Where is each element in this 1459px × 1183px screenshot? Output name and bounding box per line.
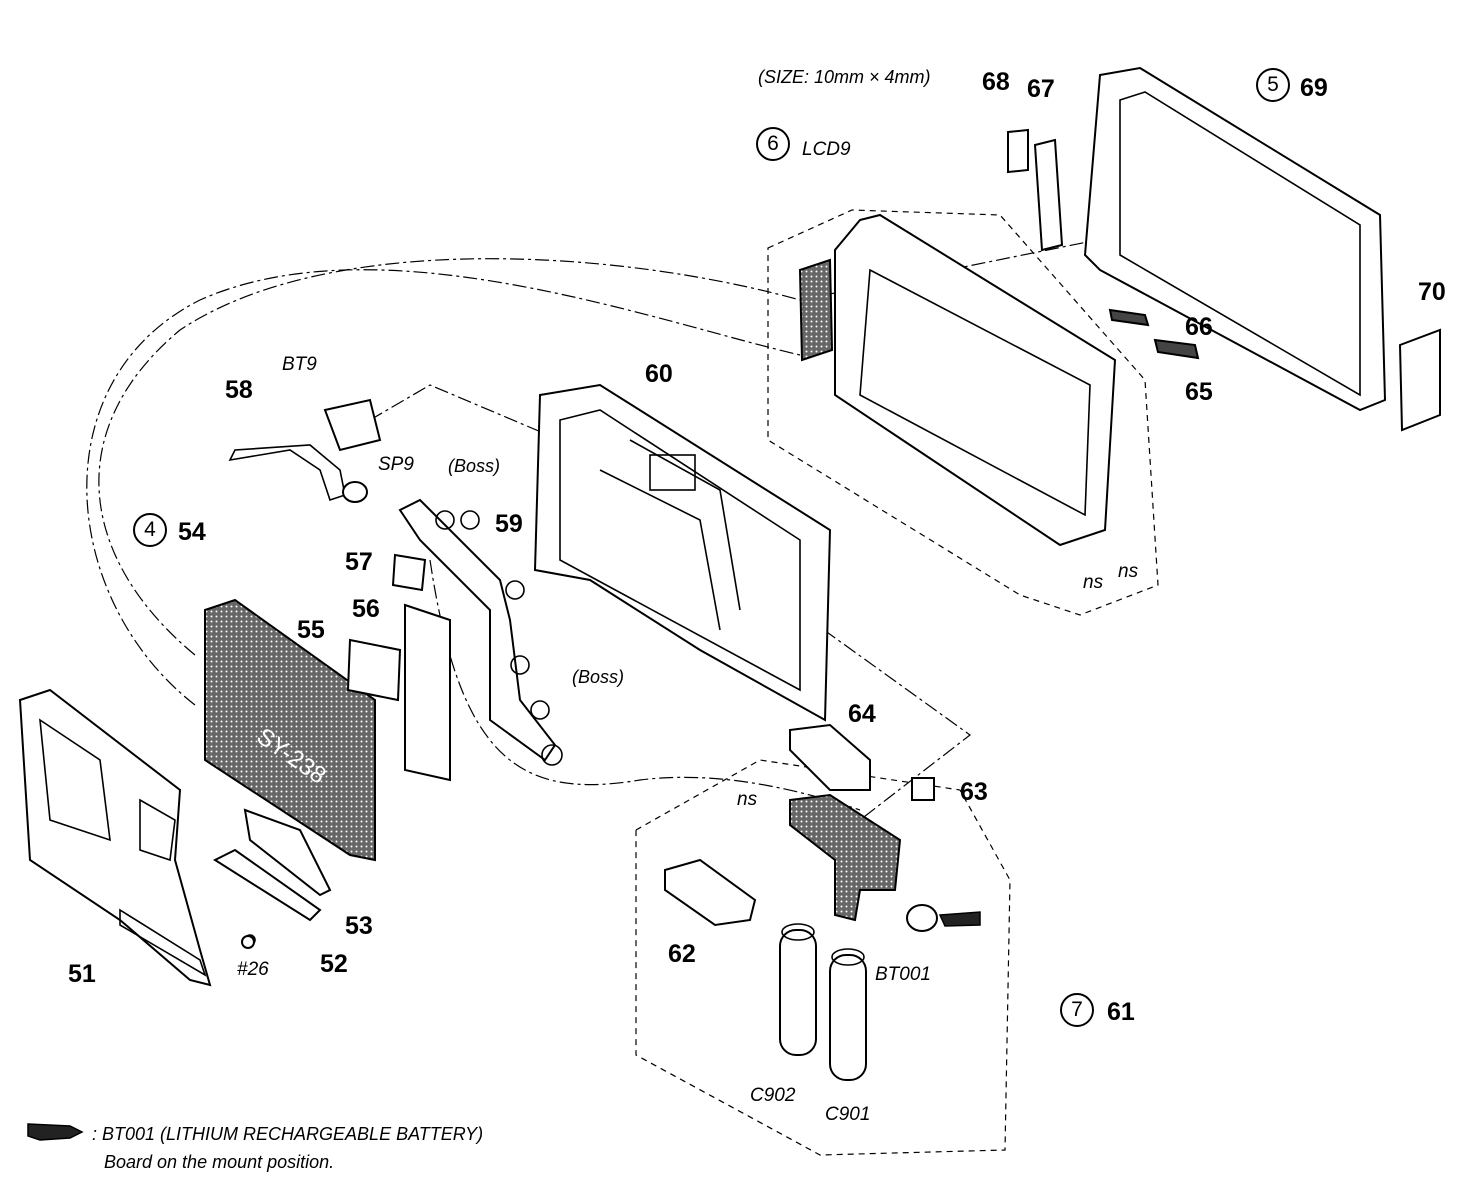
alignment-curve <box>98 258 801 656</box>
lcd-group-outline <box>767 209 1159 616</box>
insulator-53 <box>243 808 332 897</box>
battery-group-outline <box>635 759 1011 1156</box>
ref-bt9: BT9 <box>282 354 317 375</box>
callout-70: 70 <box>1418 278 1446 306</box>
board-61 <box>789 793 902 922</box>
callout-54: 54 <box>178 518 206 546</box>
alignment-curve <box>369 384 561 441</box>
callout-66: 66 <box>1185 313 1213 341</box>
footnote-line-2: Board on the mount position. <box>104 1152 335 1172</box>
ref-screw-26: #26 <box>237 959 269 980</box>
alignment-curve <box>86 269 801 706</box>
ref-c901: C901 <box>825 1104 871 1125</box>
circled-group-6: 6 <box>756 127 790 161</box>
flex-58 <box>228 444 346 502</box>
callout-69: 69 <box>1300 74 1328 102</box>
circled-group-5: 5 <box>1256 68 1290 102</box>
callout-51: 51 <box>68 960 96 988</box>
frame-part-51 <box>18 688 212 987</box>
screw-26 <box>241 935 255 949</box>
part-68 <box>1007 128 1029 174</box>
part-62 <box>664 858 757 927</box>
part-bt9 <box>323 398 382 452</box>
callout-68: 68 <box>982 68 1010 96</box>
part-66 <box>1108 308 1150 327</box>
callout-55: 55 <box>297 616 325 644</box>
ref-sp9: SP9 <box>378 454 414 475</box>
callout-53: 53 <box>345 912 373 940</box>
ref-lcd9: LCD9 <box>802 139 851 160</box>
callout-60: 60 <box>645 360 673 388</box>
lcd-panel-lcd9 <box>798 213 1117 547</box>
callout-63: 63 <box>960 778 988 806</box>
ref-c902: C902 <box>750 1085 796 1106</box>
part-57 <box>391 553 427 592</box>
callout-64: 64 <box>848 700 876 728</box>
callout-58: 58 <box>225 376 253 404</box>
sheet-55 <box>346 638 402 702</box>
circled-group-4: 4 <box>133 513 167 547</box>
callout-67: 67 <box>1027 75 1055 103</box>
ref-bt001: BT001 <box>875 964 931 985</box>
ref-ns-lcd-left: ns <box>1083 572 1104 593</box>
footnote-line-1: : BT001 (LITHIUM RECHARGEABLE BATTERY) <box>92 1124 484 1144</box>
sheet-70 <box>1398 328 1441 432</box>
front-cover-69 <box>1083 66 1387 412</box>
callout-62: 62 <box>668 940 696 968</box>
ref-ns-lcd-right: ns <box>1118 561 1139 582</box>
ref-ns-board: ns <box>737 789 758 810</box>
main-board-54: SY-238 <box>204 598 376 862</box>
part-67 <box>1033 138 1064 252</box>
hand-pointer-icon <box>938 911 981 927</box>
bracket-59 <box>398 498 563 766</box>
callout-56: 56 <box>352 595 380 623</box>
holder-64 <box>789 723 871 791</box>
hand-pointer-icon <box>27 1123 84 1141</box>
callout-61: 61 <box>1107 998 1135 1026</box>
part-sp9 <box>342 481 368 503</box>
size-note: (SIZE: 10mm × 4mm) <box>758 67 931 87</box>
callout-59: 59 <box>495 510 523 538</box>
alignment-curve <box>429 559 861 811</box>
sheet-56 <box>404 603 451 782</box>
callout-65: 65 <box>1185 378 1213 406</box>
part-63 <box>911 777 935 801</box>
callout-57: 57 <box>345 548 373 576</box>
callout-52: 52 <box>320 950 348 978</box>
chassis-60 <box>533 383 832 722</box>
boss-note-lower: (Boss) <box>572 667 625 687</box>
capacitor-c902 <box>779 923 817 1056</box>
capacitor-c901 <box>829 948 867 1081</box>
boss-note-upper: (Boss) <box>448 456 501 476</box>
circled-group-7: 7 <box>1060 993 1094 1027</box>
part-65 <box>1153 338 1200 360</box>
battery-bt001 <box>906 904 938 932</box>
